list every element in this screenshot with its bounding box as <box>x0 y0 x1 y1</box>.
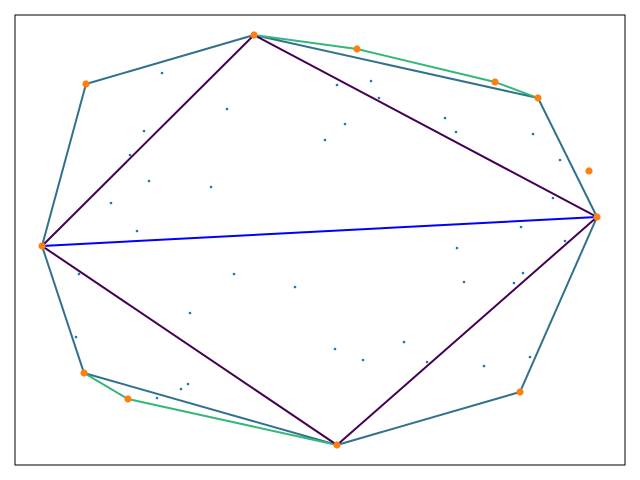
data-point <box>528 355 532 359</box>
data-point <box>142 129 146 133</box>
data-point <box>361 358 365 362</box>
data-point <box>519 225 523 229</box>
data-point <box>160 71 164 75</box>
data-point <box>343 122 347 126</box>
data-point <box>147 179 151 183</box>
hull-point <box>38 242 46 250</box>
hull-point <box>124 395 132 403</box>
points-layer <box>74 71 567 400</box>
data-point <box>188 311 192 315</box>
data-point <box>77 272 81 276</box>
data-point <box>377 96 381 100</box>
hull-point <box>250 31 258 39</box>
data-point <box>225 107 229 111</box>
data-point <box>551 196 555 200</box>
data-point <box>293 285 297 289</box>
data-point <box>369 79 373 83</box>
data-point <box>455 246 459 250</box>
data-point <box>323 138 327 142</box>
data-point <box>109 201 113 205</box>
hull-point <box>534 94 542 102</box>
data-point <box>482 364 486 368</box>
data-point <box>462 280 466 284</box>
hull-point <box>516 388 524 396</box>
data-point <box>232 272 236 276</box>
hull-point <box>333 441 341 449</box>
data-point <box>443 116 447 120</box>
hull-point <box>491 78 499 86</box>
data-point <box>563 239 567 243</box>
diagonal-line <box>41 216 598 247</box>
diagonal-layer <box>41 216 598 247</box>
data-point <box>179 387 183 391</box>
data-point <box>74 335 78 339</box>
data-point <box>425 360 429 364</box>
data-point <box>454 130 458 134</box>
plot-frame <box>14 14 626 466</box>
data-point <box>402 340 406 344</box>
refined-hull-line <box>253 34 539 99</box>
data-point <box>135 229 139 233</box>
data-point <box>335 83 339 87</box>
data-point <box>521 271 525 275</box>
data-point <box>512 281 516 285</box>
data-point <box>209 185 213 189</box>
hull-point <box>585 167 593 175</box>
data-point <box>558 158 562 162</box>
data-point <box>186 382 190 386</box>
hull-point <box>80 369 88 377</box>
hull-point <box>353 45 361 53</box>
hull-point <box>593 213 601 221</box>
data-point <box>333 347 337 351</box>
data-point <box>128 153 132 157</box>
data-point <box>531 132 535 136</box>
data-point <box>155 396 159 400</box>
hull-point <box>82 80 90 88</box>
hull-points-layer <box>38 31 601 449</box>
